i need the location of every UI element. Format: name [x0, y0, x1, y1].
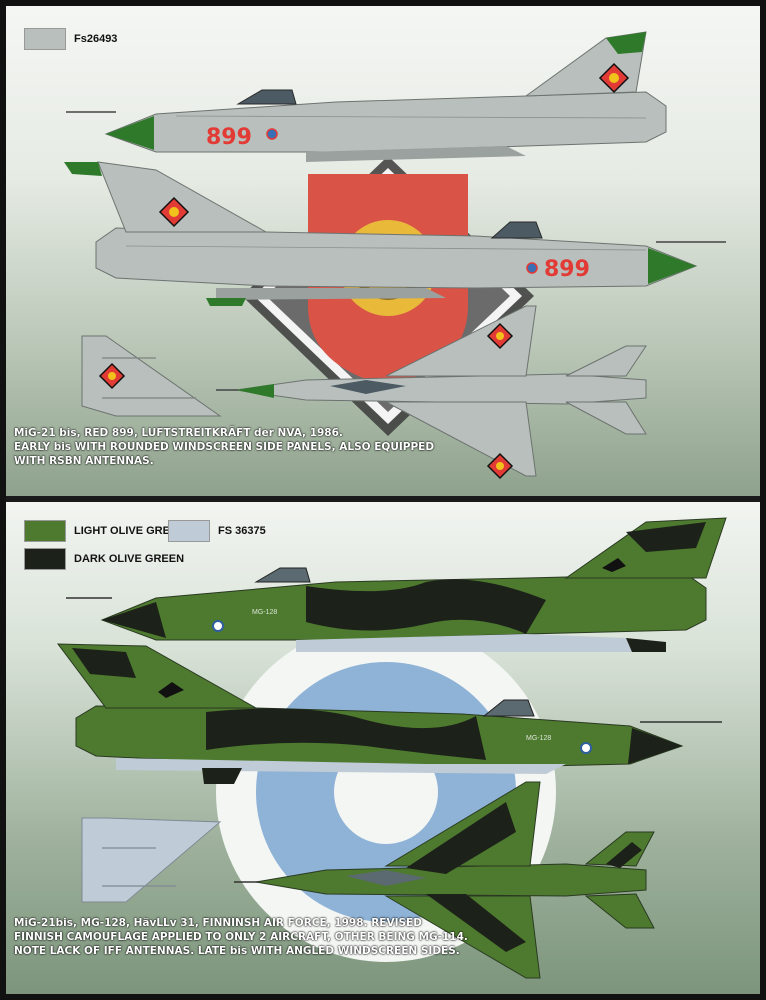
aircraft-number: 899: [544, 257, 590, 282]
swatch-label: Fs26493: [74, 33, 118, 45]
color-swatch: [24, 28, 66, 50]
swatch-dark-olive: DARK OLIVE GREEN: [24, 548, 184, 570]
swatch-label: LIGHT OLIVE GREEN: [74, 525, 186, 537]
finnish-scheme-panel: LIGHT OLIVE GREEN FS 36375 DARK OLIVE GR…: [6, 502, 760, 994]
finnish-fin-detail: [81, 817, 222, 903]
swatch-light-olive: LIGHT OLIVE GREEN: [24, 520, 185, 542]
color-swatch: [168, 520, 210, 542]
nva-caption: MiG-21 bis, RED 899, LUFTSTREITKRÄFT der…: [14, 426, 434, 468]
swatch-label: DARK OLIVE GREEN: [74, 553, 185, 565]
nva-scheme-panel: Fs26493: [6, 6, 760, 496]
color-swatch: [24, 520, 66, 542]
finnish-side-view-right: MG-128: [56, 643, 722, 784]
finnish-caption: MiG-21bis, MG-128, HävLLv 31, FINNINSH A…: [14, 916, 468, 958]
aircraft-number: 899: [206, 125, 252, 150]
markings-sheet: Fs26493: [6, 6, 760, 994]
section-divider: [6, 496, 760, 502]
nva-side-view-right: 899: [64, 161, 726, 306]
swatch-fs26493: Fs26493: [24, 28, 117, 50]
aircraft-serial: MG-128: [252, 609, 277, 616]
caption-line: MiG-21 bis, RED 899, LUFTSTREITKRÄFT der…: [14, 427, 343, 439]
finnish-side-view-left: MG-128: [66, 517, 727, 652]
caption-line: NOTE LACK OF IFF ANTENNAS. LATE bis WITH…: [14, 945, 460, 957]
color-swatch: [24, 548, 66, 570]
finnish-aircraft-illustrations: MG-128 MG-128: [56, 517, 727, 979]
caption-line: WITH RSBN ANTENNAS.: [14, 455, 154, 467]
nva-top-view: [216, 305, 647, 480]
nva-aircraft-illustrations: 899 899: [64, 31, 726, 480]
aircraft-serial: MG-128: [526, 735, 551, 742]
finnish-top-view: [234, 781, 655, 979]
nva-side-view-left: 899: [66, 31, 667, 162]
caption-line: MiG-21bis, MG-128, HävLLv 31, FINNINSH A…: [14, 917, 422, 929]
caption-line: FINNISH CAMOUFLAGE APPLIED TO ONLY 2 AIR…: [14, 931, 468, 943]
swatch-label: FS 36375: [218, 525, 266, 537]
nva-fin-detail: [81, 335, 222, 417]
caption-line: EARLY bis WITH ROUNDED WINDSCREEN SIDE P…: [14, 441, 435, 453]
swatch-fs36375: FS 36375: [168, 520, 266, 542]
